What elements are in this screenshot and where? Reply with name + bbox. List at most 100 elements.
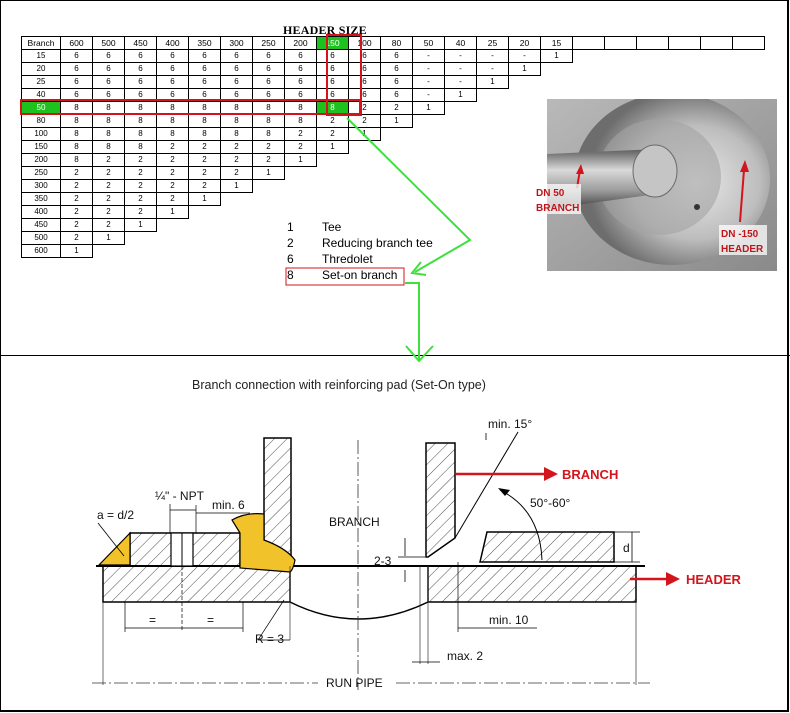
connection-type-cell: 6	[252, 75, 285, 89]
blank-cell	[445, 232, 477, 245]
branch-photo	[547, 99, 777, 271]
connection-type-cell: 6	[156, 62, 189, 76]
blank-cell	[413, 180, 445, 193]
blank-cell	[413, 219, 445, 232]
blank-cell	[189, 206, 221, 219]
connection-type-cell: 8	[220, 114, 253, 128]
blank-cell	[509, 206, 541, 219]
empty-header-cell	[668, 36, 701, 50]
blank-cell	[253, 193, 285, 206]
blank-cell	[605, 50, 637, 63]
blank-cell	[381, 141, 413, 154]
connection-type-cell: 2	[156, 192, 189, 206]
blank-cell	[509, 219, 541, 232]
blank-cell	[285, 180, 317, 193]
blank-cell	[637, 63, 669, 76]
connection-type-cell: 2	[284, 140, 317, 154]
header-size-cell: 150	[316, 36, 349, 50]
blank-cell	[349, 154, 381, 167]
blank-cell	[573, 63, 605, 76]
blank-cell	[477, 167, 509, 180]
blank-cell	[125, 232, 157, 245]
connection-type-cell: 8	[92, 127, 125, 141]
blank-cell	[253, 206, 285, 219]
connection-type-cell: 2	[60, 218, 93, 232]
connection-type-cell: 2	[220, 140, 253, 154]
connection-type-cell: 6	[92, 49, 125, 63]
blank-cell	[413, 128, 445, 141]
blank-cell	[445, 193, 477, 206]
blank-cell	[445, 180, 477, 193]
connection-type-cell: 6	[156, 49, 189, 63]
connection-type-cell: 8	[188, 127, 221, 141]
connection-type-cell: 6	[220, 75, 253, 89]
blank-cell	[541, 63, 573, 76]
connection-type-cell: -	[444, 75, 477, 89]
section-divider	[0, 355, 790, 356]
connection-type-cell: 2	[60, 192, 93, 206]
connection-type-cell: 1	[508, 62, 541, 76]
connection-type-cell: 6	[220, 49, 253, 63]
connection-type-cell: 1	[220, 179, 253, 193]
blank-cell	[477, 128, 509, 141]
blank-cell	[509, 76, 541, 89]
blank-cell	[477, 102, 509, 115]
blank-cell	[669, 76, 701, 89]
connection-type-cell: 2	[60, 166, 93, 180]
connection-type-cell: -	[412, 62, 445, 76]
empty-header-cell	[636, 36, 669, 50]
blank-cell	[637, 50, 669, 63]
blank-cell	[445, 102, 477, 115]
blank-cell	[701, 76, 733, 89]
connection-type-cell: 6	[252, 62, 285, 76]
blank-cell	[221, 206, 253, 219]
blank-cell	[477, 141, 509, 154]
connection-type-cell: 2	[316, 114, 349, 128]
connection-type-cell: 2	[316, 127, 349, 141]
connection-type-cell: 1	[156, 205, 189, 219]
connection-type-cell: 8	[252, 127, 285, 141]
blank-cell	[189, 232, 221, 245]
empty-header-cell	[572, 36, 605, 50]
blank-cell	[509, 115, 541, 128]
blank-cell	[189, 245, 221, 258]
connection-type-cell: 2	[124, 192, 157, 206]
blank-cell	[349, 193, 381, 206]
blank-cell	[157, 245, 189, 258]
connection-type-cell: 8	[124, 127, 157, 141]
table-title: HEADER SIZE	[283, 23, 367, 37]
blank-cell	[157, 219, 189, 232]
blank-cell	[445, 115, 477, 128]
connection-type-cell: 2	[124, 179, 157, 193]
branch-size-cell: 150	[21, 140, 61, 154]
connection-type-cell: 8	[188, 114, 221, 128]
blank-cell	[701, 63, 733, 76]
branch-size-cell: 250	[21, 166, 61, 180]
blank-cell	[541, 76, 573, 89]
blank-cell	[189, 219, 221, 232]
blank-cell	[477, 115, 509, 128]
blank-cell	[509, 193, 541, 206]
blank-cell	[381, 206, 413, 219]
blank-cell	[413, 115, 445, 128]
connection-type-cell: 1	[188, 192, 221, 206]
blank-cell	[445, 167, 477, 180]
blank-cell	[381, 167, 413, 180]
header-size-cell: 500	[92, 36, 125, 50]
connection-type-cell: 6	[188, 62, 221, 76]
blank-cell	[221, 245, 253, 258]
connection-type-cell: 1	[316, 140, 349, 154]
connection-type-cell: 8	[60, 153, 93, 167]
legend-number: 1	[287, 220, 294, 234]
photo-illustration	[547, 99, 777, 271]
connection-type-cell: 1	[540, 49, 573, 63]
blank-cell	[413, 193, 445, 206]
blank-cell	[445, 154, 477, 167]
blank-cell	[445, 141, 477, 154]
connection-type-cell: 6	[188, 75, 221, 89]
